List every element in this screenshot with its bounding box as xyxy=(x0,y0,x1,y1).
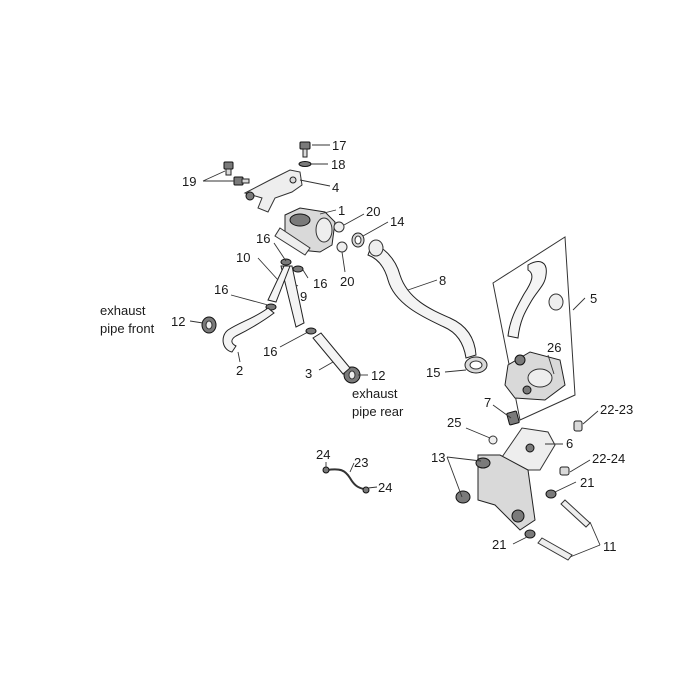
part-housing-26 xyxy=(504,351,566,401)
part-hose-10 xyxy=(267,265,291,303)
part-valve-1 xyxy=(274,207,336,256)
part-end-24a xyxy=(322,466,330,474)
callout-16-mid-left: 16 xyxy=(214,282,228,297)
callout-15: 15 xyxy=(426,365,440,380)
part-washer-18 xyxy=(298,161,312,167)
part-bolt-11b xyxy=(537,537,573,561)
note-exhaust-rear-line1: exhaust xyxy=(352,386,398,401)
part-hose-8 xyxy=(367,239,477,359)
part-clip-7 xyxy=(506,410,520,426)
callout-5: 5 xyxy=(590,291,597,306)
callout-7: 7 xyxy=(484,395,491,410)
callout-22-23: 22-23 xyxy=(600,402,633,417)
callout-18: 18 xyxy=(331,157,345,172)
callout-17: 17 xyxy=(332,138,346,153)
callout-16-lower: 16 xyxy=(263,344,277,359)
callout-23: 23 xyxy=(354,455,368,470)
callout-16-top-right: 16 xyxy=(313,276,327,291)
callout-1: 1 xyxy=(338,203,345,218)
callout-24-right: 24 xyxy=(378,480,392,495)
part-bolt-19b xyxy=(233,176,250,186)
callout-14: 14 xyxy=(390,214,404,229)
callout-26: 26 xyxy=(547,340,561,355)
part-nut-25 xyxy=(488,435,498,445)
part-mount-13 xyxy=(455,454,536,531)
part-end-24b xyxy=(362,486,370,494)
part-nut-20a xyxy=(333,221,345,233)
callout-8: 8 xyxy=(439,273,446,288)
leader-lines xyxy=(189,144,601,558)
callout-21-upper: 21 xyxy=(580,475,594,490)
callout-11: 11 xyxy=(603,539,617,554)
callout-25: 25 xyxy=(447,415,461,430)
callout-21-lower: 21 xyxy=(492,537,506,552)
part-screw-22-24 xyxy=(559,466,570,476)
part-bolt-17 xyxy=(299,141,311,158)
part-bolt-11a xyxy=(560,499,591,528)
part-connector-12a xyxy=(201,316,217,334)
part-nut-20b xyxy=(336,241,348,253)
part-hose-2 xyxy=(222,307,275,353)
part-bracket-4 xyxy=(243,169,303,213)
callout-4: 4 xyxy=(332,180,339,195)
callout-12-front: 12 xyxy=(171,314,185,329)
part-clamp-14 xyxy=(351,232,365,248)
part-clamp-15 xyxy=(464,356,488,374)
part-clamp-16a xyxy=(280,258,292,266)
note-exhaust-front-line1: exhaust xyxy=(100,303,146,318)
callout-12-rear: 12 xyxy=(371,368,385,383)
callout-2: 2 xyxy=(236,363,243,378)
callout-22-24: 22-24 xyxy=(592,451,625,466)
callout-19: 19 xyxy=(182,174,196,189)
note-exhaust-rear-line2: pipe rear xyxy=(352,404,404,419)
callout-20-lower: 20 xyxy=(340,274,354,289)
part-clamp-16d xyxy=(305,327,317,335)
callout-20-upper: 20 xyxy=(366,204,380,219)
part-screw-22-23 xyxy=(573,420,583,432)
part-hose-3 xyxy=(312,332,351,375)
part-bolt-19a xyxy=(223,161,234,176)
part-connector-12b xyxy=(343,366,361,384)
callout-13: 13 xyxy=(431,450,445,465)
callout-24-left: 24 xyxy=(316,447,330,462)
part-clamp-16b xyxy=(292,265,304,273)
callout-6: 6 xyxy=(566,436,573,451)
callout-3: 3 xyxy=(305,366,312,381)
part-washer-21b xyxy=(524,529,536,539)
note-exhaust-front-line2: pipe front xyxy=(100,321,155,336)
part-washer-21a xyxy=(545,489,557,499)
part-hose-23 xyxy=(326,468,365,490)
callout-10: 10 xyxy=(236,250,250,265)
callout-16-top-left: 16 xyxy=(256,231,270,246)
callout-9: 9 xyxy=(300,289,307,304)
